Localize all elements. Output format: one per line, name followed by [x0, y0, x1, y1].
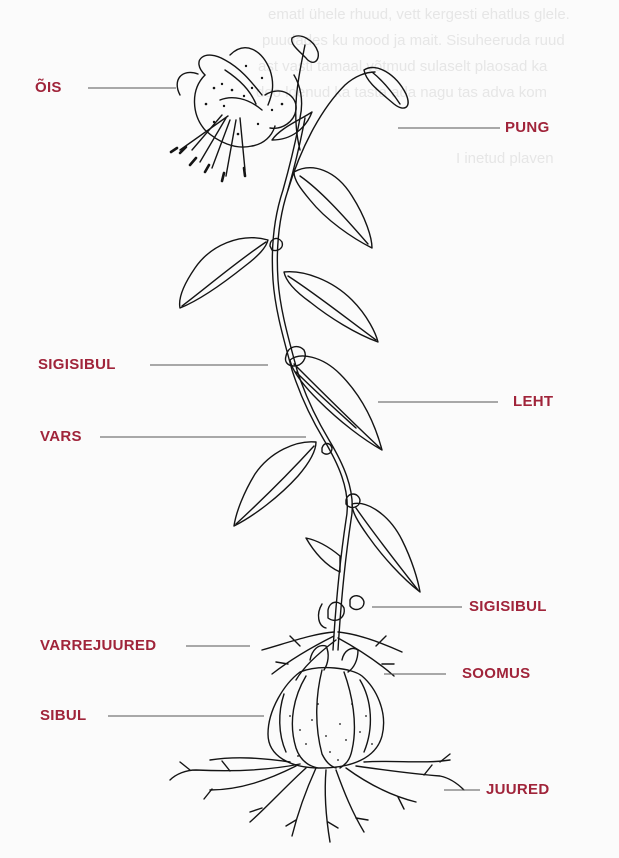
leaf: [272, 112, 312, 140]
label-sigisibul-bottom: SIGISIBUL: [469, 598, 547, 616]
stem-roots: [262, 632, 402, 680]
label-soomus: SOOMUS: [462, 665, 530, 683]
label-ois: ÕIS: [35, 79, 62, 97]
bud-top: [292, 36, 319, 62]
label-sibul: SIBUL: [40, 707, 87, 725]
label-juured: JUURED: [486, 781, 549, 799]
label-sigisibul-top: SIGISIBUL: [38, 356, 116, 374]
bud-right: [364, 67, 408, 108]
bulbil: [346, 494, 360, 507]
bud-stalk: [288, 72, 375, 190]
bulbil: [270, 239, 282, 251]
label-pung: PUNG: [505, 119, 550, 137]
bulb-stipple: [289, 703, 373, 761]
bulbil: [350, 596, 364, 610]
leaf: [234, 442, 316, 526]
label-leht: LEHT: [513, 393, 553, 411]
label-varrejuured: VARREJUURED: [40, 637, 156, 655]
flower: [171, 48, 296, 181]
stem: [272, 75, 347, 650]
label-vars: VARS: [40, 428, 82, 446]
leaf: [306, 538, 340, 572]
